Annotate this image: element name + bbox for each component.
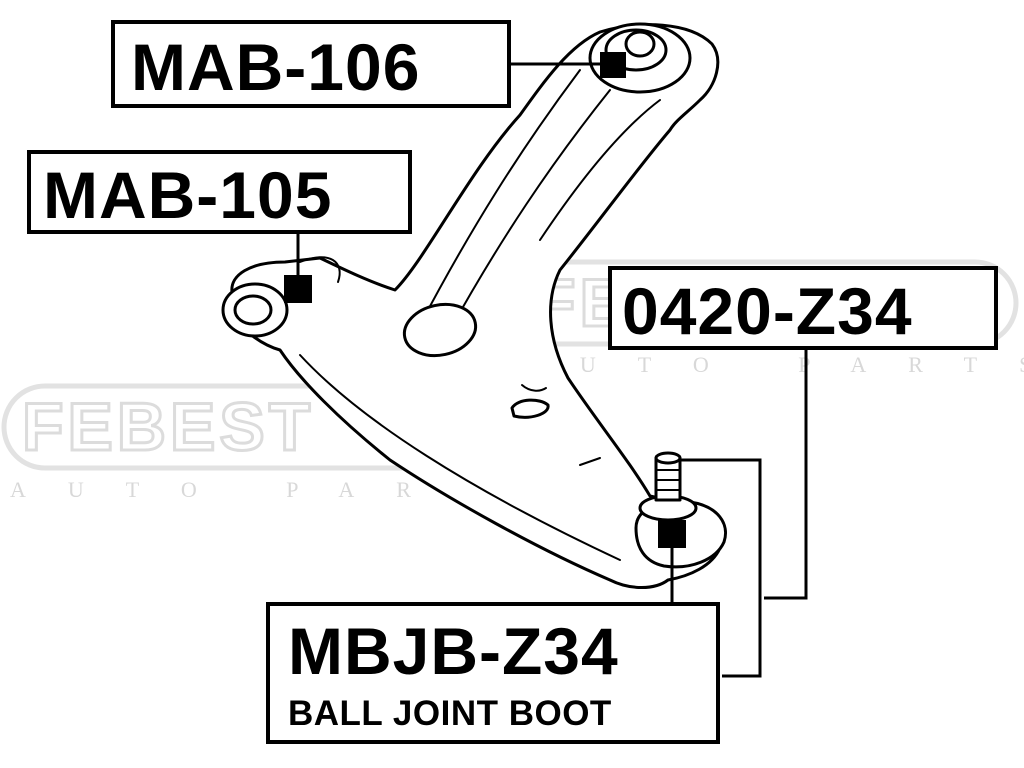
ball-joint-threads [655, 469, 681, 491]
arm-slot [510, 398, 550, 419]
front-bushing-inner [233, 294, 273, 326]
arm-ridge-1 [419, 69, 581, 326]
watermark-brand-left: FEBEST [22, 389, 314, 465]
control-arm [221, 22, 727, 589]
leader-lines [296, 62, 808, 678]
markers [284, 52, 686, 548]
ball-joint-stud-top [654, 451, 682, 465]
part-number-0420-z34: 0420-Z34 [622, 274, 913, 348]
callout-mab-105: MAB-105 [27, 150, 412, 234]
arm-notch [579, 457, 601, 466]
arm-outline [230, 23, 724, 589]
callout-mab-106: MAB-106 [111, 20, 511, 108]
rear-bushing-core [624, 30, 656, 58]
leader-0420-z34 [764, 350, 808, 600]
arm-ridge-2 [449, 89, 611, 331]
arm-ridge-3 [539, 99, 661, 241]
marker-mbjb [658, 520, 686, 548]
callout-mbjb-z34: MBJB-Z34 BALL JOINT BOOT [266, 602, 720, 744]
marker-mab105 [284, 275, 312, 303]
callout-0420-z34: 0420-Z34 [608, 266, 998, 350]
part-description-mbjb-z34: BALL JOINT BOOT [288, 694, 612, 733]
watermark-logo-left: FEBEST AUTO PARTS [1, 383, 519, 502]
watermark-tagline-right: AUTO PARTS [522, 352, 1024, 377]
part-number-mab-106: MAB-106 [131, 30, 421, 104]
part-number-mab-105: MAB-105 [43, 158, 333, 232]
arm-ridge-lower [299, 354, 621, 561]
leader-stud-bracket [680, 458, 762, 678]
part-number-mbjb-z34: MBJB-Z34 [288, 614, 619, 688]
marker-mab106 [600, 52, 626, 78]
arm-slot-edge [521, 384, 547, 392]
front-bushing-lip [299, 256, 341, 283]
arm-center-hole [402, 302, 478, 358]
